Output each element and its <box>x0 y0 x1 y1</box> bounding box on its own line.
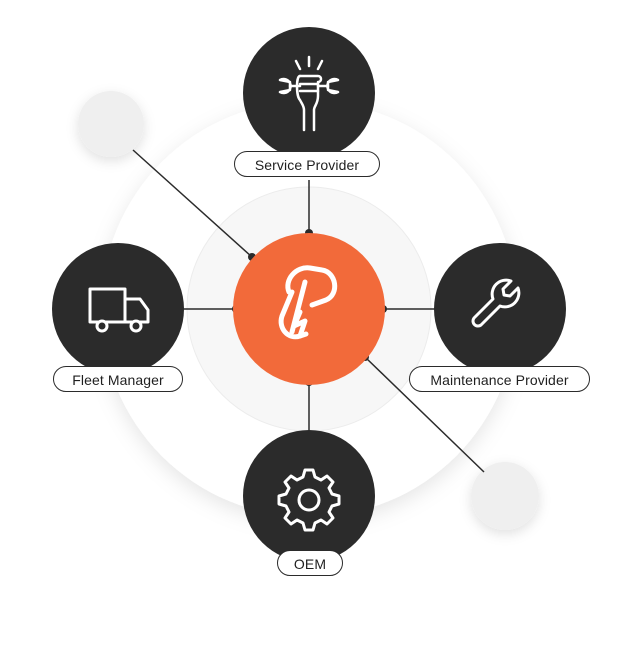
decor-bubble-top-left <box>78 91 144 157</box>
decor-bubble-bottom-right <box>471 462 539 530</box>
fleet-manager-node[interactable] <box>52 243 184 375</box>
connector-decor-bottom-right <box>364 356 485 473</box>
fist-wrench-icon <box>278 55 340 132</box>
wrench-icon <box>471 278 521 328</box>
service-provider-node[interactable] <box>243 27 375 159</box>
maintenance-provider-label: Maintenance Provider <box>409 366 590 392</box>
service-provider-label: Service Provider <box>234 151 380 177</box>
truck-icon <box>88 287 150 333</box>
gear-icon <box>277 468 341 532</box>
orange-logo-icon <box>278 265 338 340</box>
maintenance-provider-node[interactable] <box>434 243 566 375</box>
fleet-manager-label: Fleet Manager <box>53 366 183 392</box>
oem-label: OEM <box>277 550 343 576</box>
center-hub[interactable] <box>233 233 385 385</box>
oem-node[interactable] <box>243 430 375 562</box>
connector-decor-top-left <box>132 149 253 258</box>
connector-lines <box>132 149 485 473</box>
